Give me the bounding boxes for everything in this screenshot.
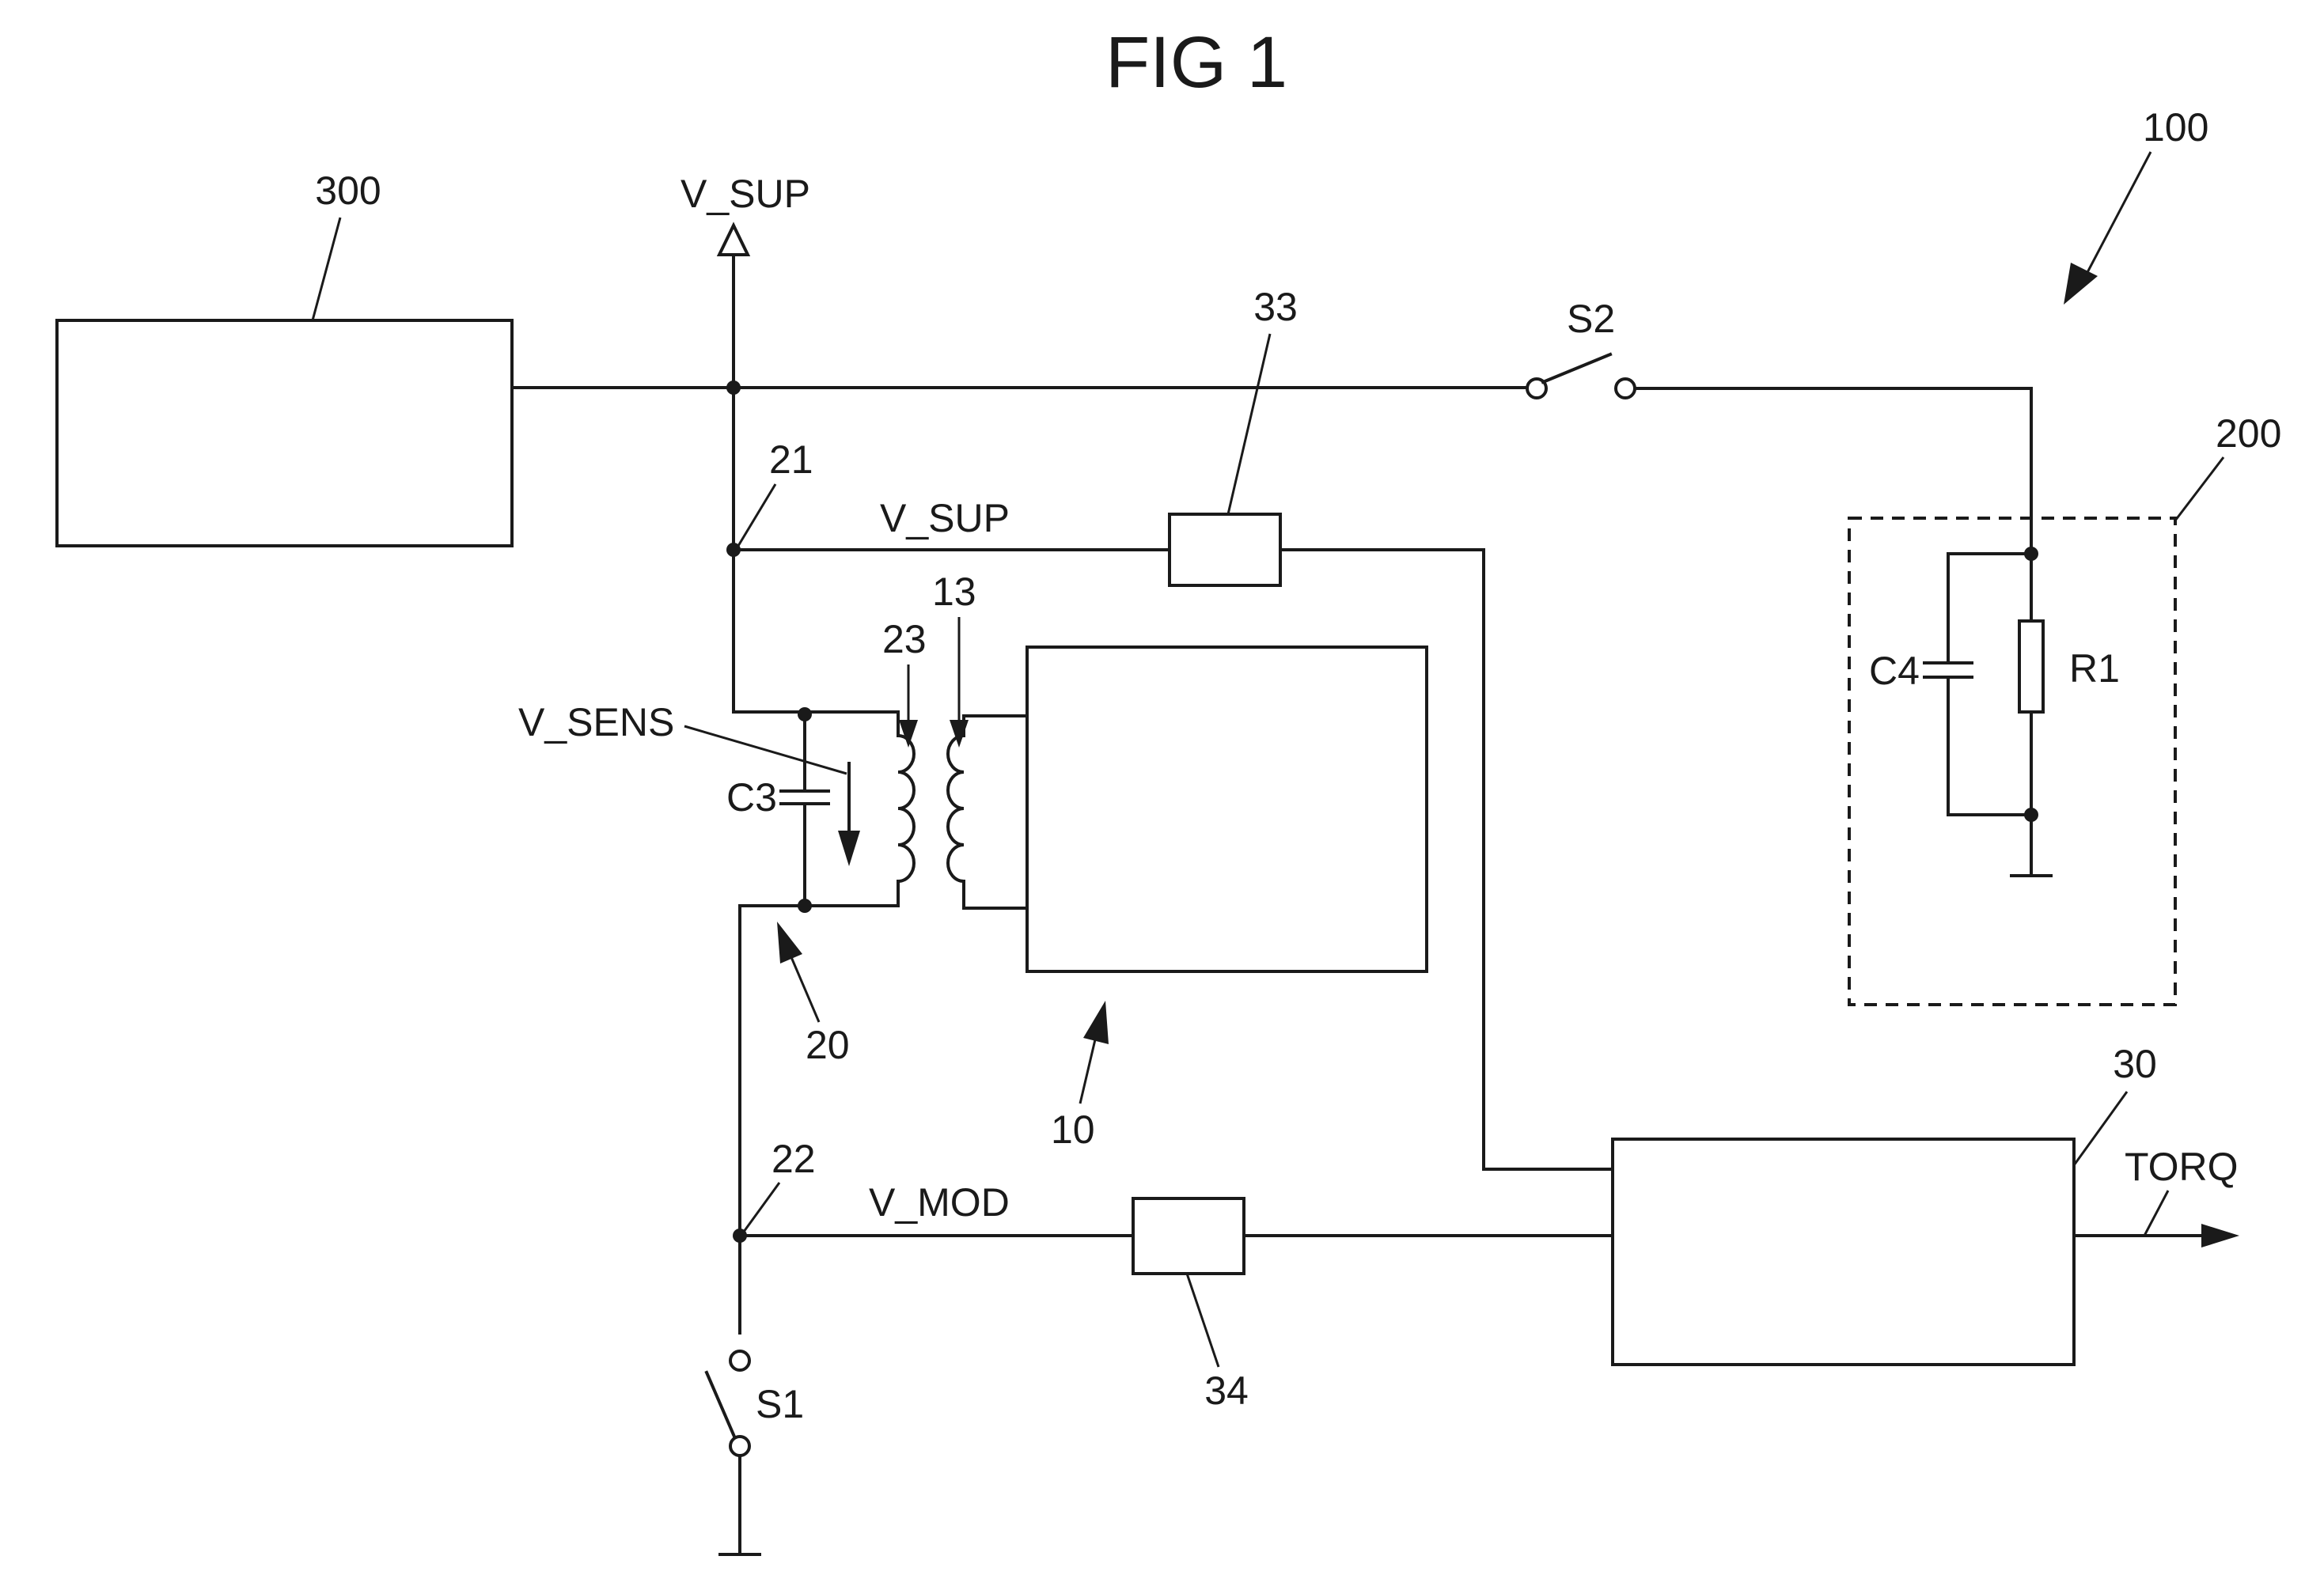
arrow-100-shaft <box>2083 151 2152 278</box>
label-v-mod: V_MOD <box>869 1180 1010 1225</box>
label-torq: TORQ <box>2125 1145 2239 1189</box>
wire-s2-to-rc <box>1633 387 2033 555</box>
ref-10: 10 <box>1051 1107 1095 1152</box>
ref-22: 22 <box>772 1137 816 1181</box>
arrow-10-shaft <box>1079 1035 1098 1104</box>
wire-coil-top <box>732 710 900 737</box>
switch-s2-blade <box>1541 352 1613 384</box>
arrow-torq-head <box>2201 1224 2239 1248</box>
coil-13 <box>946 733 966 884</box>
switch-s2-contact-right <box>1614 377 1636 399</box>
leader-22 <box>742 1182 781 1232</box>
supply-terminal-triangle <box>716 221 751 256</box>
label-v-sens: V_SENS <box>518 700 674 744</box>
label-s2: S2 <box>1567 297 1615 341</box>
ref-200: 200 <box>2216 411 2281 456</box>
arrow-20-head <box>777 922 802 964</box>
leader-200 <box>2174 456 2225 521</box>
wire-coil-13-top <box>962 714 1029 737</box>
leader-33 <box>1226 333 1272 515</box>
label-c4: C4 <box>1869 649 1920 693</box>
wire-coil-bottom <box>738 880 900 907</box>
ref-33: 33 <box>1253 285 1298 329</box>
label-r1: R1 <box>2069 646 2120 691</box>
block-34 <box>1132 1197 1245 1275</box>
label-c3: C3 <box>726 775 777 820</box>
ref-21: 21 <box>769 437 813 482</box>
figure-title: FIG 1 <box>1105 22 1287 103</box>
arrow-v-sens-head <box>838 831 860 866</box>
junction-top-rail <box>726 380 741 395</box>
block-33 <box>1168 513 1282 587</box>
block-30 <box>1611 1138 2076 1366</box>
switch-s2-contact-left <box>1526 377 1548 399</box>
wire-coil-13-bottom <box>962 880 1029 910</box>
coil-23 <box>896 733 916 884</box>
wire-33-to-30 <box>1279 548 1614 1171</box>
arrow-20-shaft <box>790 956 821 1023</box>
label-v-sup-top: V_SUP <box>681 172 810 216</box>
leader-300 <box>311 217 342 321</box>
arrow-100-head <box>2064 263 2098 305</box>
leader-torq <box>2143 1190 2170 1236</box>
ref-100: 100 <box>2143 105 2208 150</box>
ref-13: 13 <box>932 570 976 614</box>
arrow-23-head <box>899 720 918 748</box>
leader-v-sens <box>684 725 847 775</box>
switch-s1-blade <box>704 1370 737 1439</box>
leader-34 <box>1185 1273 1220 1368</box>
ref-30: 30 <box>2113 1042 2157 1086</box>
dashed-box-200 <box>1848 517 2177 1006</box>
leader-21 <box>737 483 777 547</box>
ref-23: 23 <box>882 617 927 661</box>
switch-s1-contact-top <box>729 1350 751 1372</box>
arrow-10-head <box>1083 1001 1109 1044</box>
ref-300: 300 <box>315 168 381 213</box>
block-300 <box>55 319 514 547</box>
ref-20: 20 <box>806 1023 850 1067</box>
arrow-13-head <box>950 720 969 748</box>
leader-30 <box>2072 1091 2129 1166</box>
resistor-r1 <box>2018 619 2045 714</box>
wire-coil-to-22 <box>738 904 806 1335</box>
wire-c4-bottom <box>1947 676 2033 816</box>
ref-34: 34 <box>1204 1369 1249 1413</box>
switch-s1-contact-bottom <box>729 1435 751 1457</box>
label-v-sup-mid: V_SUP <box>880 496 1010 540</box>
block-10 <box>1026 646 1428 973</box>
label-s1: S1 <box>756 1382 804 1426</box>
